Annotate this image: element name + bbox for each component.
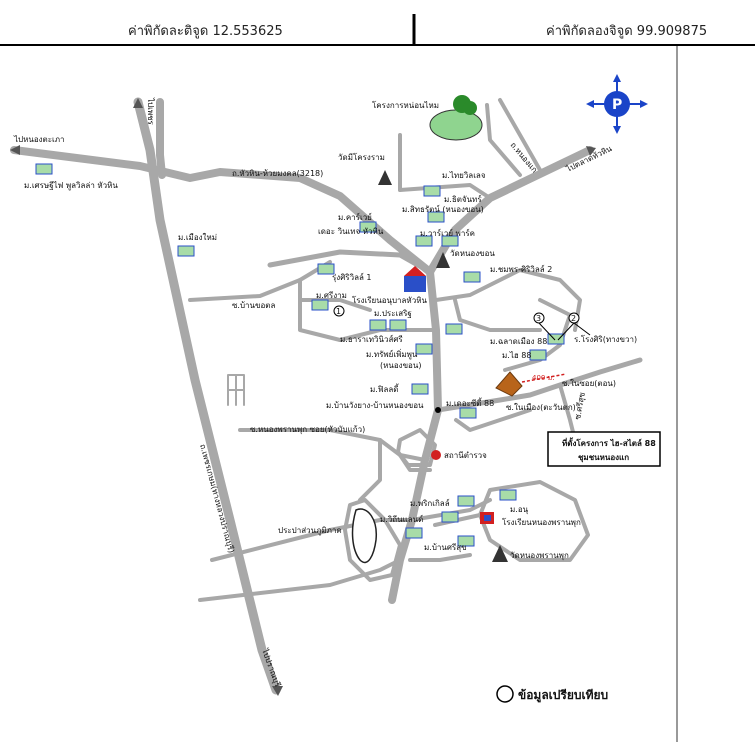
- svg-text:P: P: [612, 97, 622, 113]
- label-soi-rung: ซ.ในซอย(ตอน): [562, 379, 616, 388]
- label-rungsiri: รุ่งศิริวิลล์ 1: [332, 272, 372, 282]
- reservoir-shape: [351, 508, 377, 564]
- label-road-3218: ถ.หัวหิน-ห้วยมงคล(3218): [232, 169, 323, 178]
- road-to-huahin: [426, 146, 594, 276]
- marker-lines: [538, 322, 591, 341]
- police-icon: [431, 450, 441, 460]
- label-hi88: ม.ไฮ 88: [502, 351, 531, 360]
- label-project-nongphai: โครงการหน่อนไหม: [372, 100, 439, 110]
- label-wat-nongphran: วัดหนองพรานพุก: [510, 551, 569, 560]
- label-prasert: ม.ประเสริฐ: [374, 309, 412, 318]
- label-to-nongkhae: ไปหนองตะเภา: [13, 135, 65, 144]
- label-soi-ban: ซ.บ้านขอตล: [232, 301, 275, 310]
- label-saengchan: ม.ธิตจันทร์: [444, 194, 482, 204]
- label-sirisuk: ร.โรงศิริ(ทางขวา): [574, 334, 637, 344]
- label-project-title: ที่ตั้งโครงการ ไฮ-สไตล์ 88: [562, 437, 656, 448]
- label-sap-phun: ม.ทรัพย์เพิ่มพูน: [366, 348, 418, 360]
- label-banrainsiri: ม.ชมพร-ศิริวิลล์ 2: [490, 264, 552, 274]
- label-thai-village: ม.ไทยวิลเลจ: [442, 171, 486, 180]
- header-frame: [0, 14, 755, 46]
- reference-circle-icon: [496, 685, 514, 703]
- label-reference: ข้อมูลเปรียบเทียบ: [518, 688, 608, 703]
- label-the-win: เดอะ วินเทจ หัวหิน: [318, 227, 384, 236]
- label-to-north: ไปเพชร: [146, 97, 155, 126]
- direction-arrows: [10, 98, 596, 696]
- project-house-icon: [495, 371, 567, 397]
- label-soi-bang-khun: ซ.ในเมือง(ตะวันตก): [506, 403, 576, 412]
- header-bar: ค่าพิกัดละติจูด 12.553625 ค่าพิกัดลองจิจ…: [0, 0, 755, 46]
- label-mueang-mai: ม.เมืองใหม่: [178, 233, 217, 242]
- temple-icons: [378, 170, 508, 562]
- school-icons: [404, 266, 494, 524]
- label-chalong: ม.ฉลาดเมือง 88: [490, 337, 547, 346]
- village-icons: [35, 163, 565, 547]
- label-chonburi: ม.วิถีนแลนด์: [380, 514, 423, 524]
- label-project-sub: ชุมชนหนองแก: [578, 453, 629, 463]
- label-wat-1: วัดมีโครงราม: [338, 152, 385, 162]
- label-soi-nong-phran: ซ.หนองพรานพุก ซอย(หัวบับแก้ว): [250, 425, 365, 434]
- label-prik: ม.พริกเกิลล์: [410, 498, 450, 508]
- marker-2: 2: [571, 314, 576, 323]
- junction-dot: [435, 407, 441, 413]
- compass-icon: P: [586, 74, 648, 134]
- label-film: ม.ฟิลลดี้: [370, 383, 400, 394]
- label-police: สถานีตำรวจ: [444, 451, 487, 460]
- label-ban-wang: ม.บ้านวังยาง-บ้านหนองขอน: [326, 401, 424, 410]
- label-chanay: ม.วาร์เวย์ พาร์ค: [420, 228, 475, 238]
- road-network: [10, 97, 643, 695]
- label-sittharot: ม.สิทธรัตน์ (หนองขอน): [402, 204, 484, 214]
- label-karawan: ม.คาร์เวย์: [338, 212, 372, 222]
- label-baan-suk: ม.บ้านศรีสุข: [424, 543, 467, 552]
- label-anu: ม.อนุ: [510, 505, 529, 514]
- label-soi-sri: ซ.ศรีสุข: [573, 392, 587, 421]
- label-sri-ngam: ม.ศรีงาม: [316, 291, 347, 300]
- label-setthi: ม.เศรษฐีไฟ พูลวิลล่า หัวหิน: [24, 181, 118, 191]
- road-3218: [10, 146, 434, 276]
- tree-icon: [429, 95, 483, 141]
- marker-1: 1: [336, 307, 341, 316]
- label-tararat: ม.ธาราเทวินิวส์ศรี: [340, 334, 403, 344]
- label-school-anuban: โรงเรียนอนุบาลหัวหิน: [352, 295, 427, 305]
- label-distance: 400 ม.: [532, 374, 554, 382]
- label-wat-nongkhon: วัดหนองขอน: [450, 249, 495, 258]
- label-reservoir: ประปาส่วนภูมิภาค: [278, 526, 342, 536]
- highway-main: [133, 97, 281, 695]
- longitude-label: ค่าพิกัดลองจิจูด 99.909875: [546, 24, 708, 39]
- latitude-label: ค่าพิกัดละติจูด 12.553625: [128, 24, 283, 39]
- label-sap-phun-sub: (หนองขอน): [380, 361, 421, 370]
- marker-3: 3: [536, 314, 541, 323]
- label-school-nongphran: โรงเรียนหนองพรานพุก: [502, 517, 581, 527]
- project-box: [547, 431, 661, 467]
- label-greenery: ม.เดอะซีตี้ 88: [446, 397, 494, 408]
